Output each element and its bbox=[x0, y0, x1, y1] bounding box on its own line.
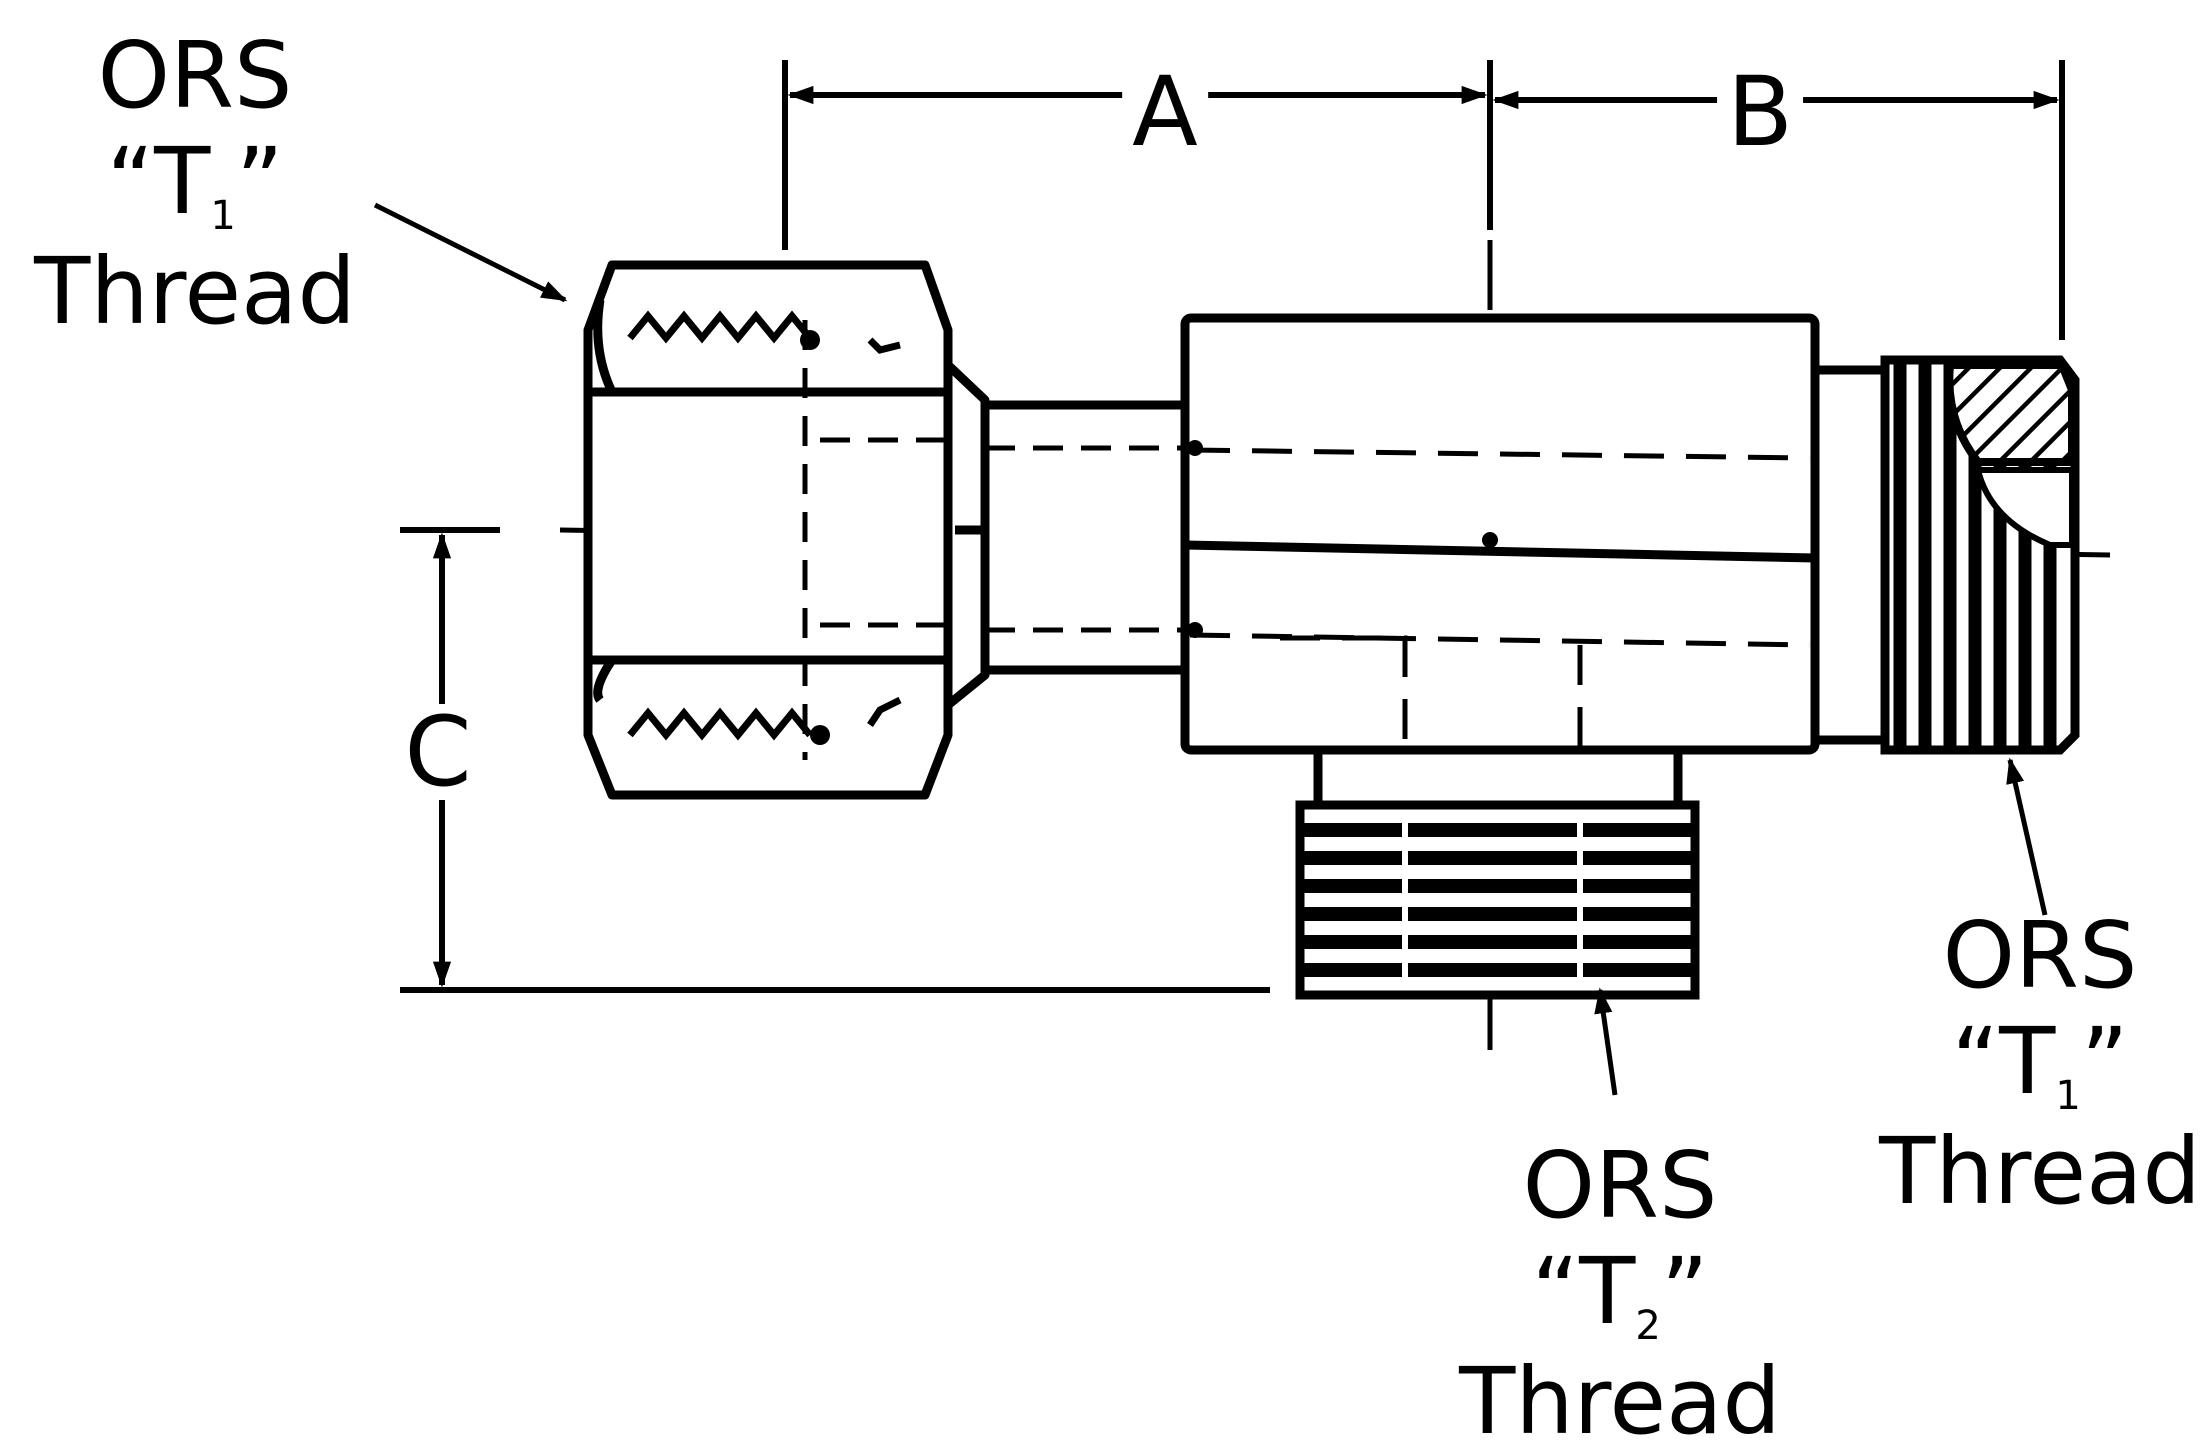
callout-left: ORS “T1” Thread bbox=[34, 30, 356, 338]
callout-left-line3: Thread bbox=[34, 238, 356, 345]
dimension-label-b: B bbox=[1717, 64, 1803, 160]
bottom-stub bbox=[1313, 745, 1683, 810]
nut-thread bbox=[627, 310, 902, 741]
right-stub bbox=[1810, 365, 1890, 745]
bottom-thread bbox=[1295, 800, 1700, 1000]
callout-bottom-line1: ORS bbox=[1522, 1132, 1718, 1239]
leader-lines bbox=[373, 202, 2048, 1096]
body-hidden-lines bbox=[1189, 447, 1811, 770]
nut-points bbox=[800, 330, 830, 745]
callout-bottom: ORS “T2” Thread bbox=[1459, 1140, 1781, 1448]
tee-body bbox=[1180, 313, 1820, 755]
callout-left-line1: ORS bbox=[97, 22, 293, 129]
nut-hidden-lines bbox=[802, 320, 950, 760]
dimension-label-a: A bbox=[1122, 64, 1208, 160]
right-thread bbox=[1880, 355, 2080, 755]
callout-bottom-line3: Thread bbox=[1459, 1348, 1781, 1455]
callout-bottom-line2: “T2” bbox=[1531, 1238, 1709, 1349]
callout-right-line1: ORS bbox=[1942, 902, 2138, 1009]
dimension-label-c: C bbox=[394, 704, 482, 800]
neck-hidden-lines bbox=[985, 445, 1185, 633]
callout-left-line2: “T1” bbox=[106, 128, 284, 239]
collar bbox=[943, 360, 1190, 710]
callout-right: ORS “T1” Thread bbox=[1879, 910, 2201, 1218]
body-points bbox=[1187, 440, 1498, 638]
callout-right-line3: Thread bbox=[1879, 1118, 2201, 1225]
hex-nut bbox=[583, 260, 953, 800]
callout-right-line2: “T1” bbox=[1951, 1008, 2129, 1119]
